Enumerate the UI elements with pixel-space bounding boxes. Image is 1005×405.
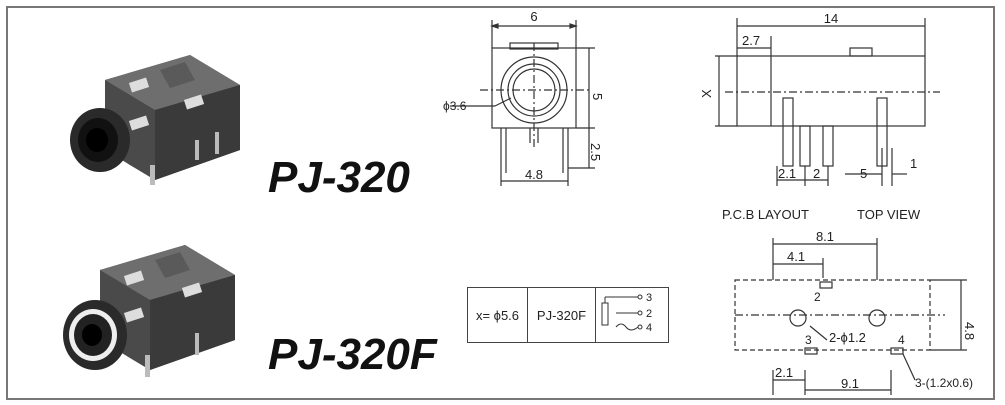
pcb-span-dim: 8.1 (816, 230, 834, 244)
pcb-base-dim: 9.1 (841, 376, 859, 391)
top-view-label: TOP VIEW (857, 207, 921, 222)
spec-pin2: 2 (646, 308, 652, 320)
pcb-pin4-label: 4 (898, 333, 905, 347)
pcb-height-dim: 4.8 (962, 322, 977, 340)
model-pj320f-label: PJ-320F (268, 330, 437, 379)
side-pin-gap1: 2.1 (778, 166, 796, 181)
jack-illustration-pj320 (70, 55, 240, 185)
front-view-drawing: 6 ϕ3.6 5 2.5 4.8 (443, 9, 605, 186)
spec-pin3: 3 (646, 292, 652, 304)
side-pin-gap2: 2 (813, 166, 820, 181)
spec-model: PJ-320F (528, 288, 596, 342)
pcb-pin3-label: 3 (805, 333, 812, 347)
pcb-hole-dim: 2-ϕ1.2 (829, 330, 866, 345)
front-pin-length-dim: 2.5 (588, 143, 603, 161)
front-pin-span-dim: 4.8 (525, 167, 543, 182)
pcb-left-dim: 2.1 (775, 365, 793, 380)
side-height-var: X (699, 89, 714, 98)
front-height-dim: 5 (590, 93, 605, 100)
pcb-pads-dim: 3-(1.2x0.6) (915, 376, 973, 390)
side-offset-dim: 2.7 (742, 33, 760, 48)
side-length-dim: 14 (824, 11, 838, 26)
pcb-inner-dim: 4.1 (787, 249, 805, 264)
pin-schematic-icon: 3 2 4 (601, 292, 652, 334)
front-hole-dim: ϕ3.6 (443, 99, 467, 113)
side-view-drawing: 14 2.7 X 2.1 2 5 1 (699, 11, 940, 186)
spec-table: x= ϕ5.6 PJ-320F 3 2 4 (467, 287, 669, 343)
side-pin-gap3: 5 (860, 166, 867, 181)
pcb-layout-label: P.C.B LAYOUT (722, 207, 809, 222)
spec-pin4: 4 (646, 322, 652, 334)
front-width-dim: 6 (530, 9, 537, 24)
pcb-layout-drawing: 8.1 4.1 2 2-ϕ1.2 3 4 4.8 2.1 9.1 3-(1.2x… (734, 230, 977, 395)
side-pin-width: 1 (910, 156, 917, 171)
spec-x-value: x= ϕ5.6 (468, 288, 528, 342)
model-pj320-label: PJ-320 (268, 153, 410, 202)
pcb-pin2-label: 2 (814, 290, 821, 304)
jack-illustration-pj320f (63, 245, 235, 377)
spec-pin-diagram: 3 2 4 (596, 288, 668, 342)
